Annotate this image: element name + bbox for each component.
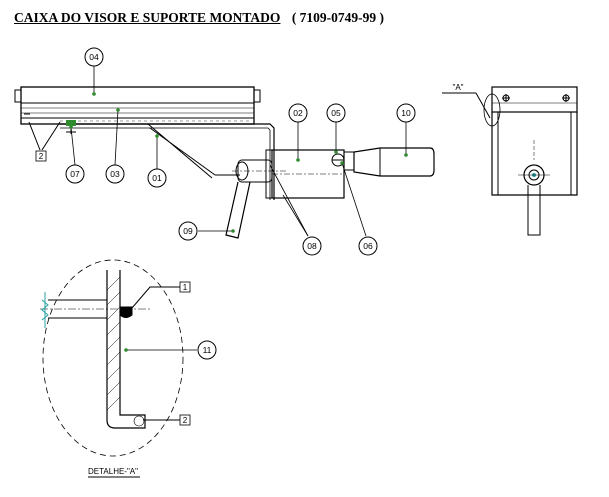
balloon-04: 04 [84, 47, 104, 67]
weld-marker-detail-top: 1 [183, 283, 188, 292]
balloon-06: 06 [358, 236, 378, 256]
balloon-05: 05 [326, 103, 346, 123]
svg-text:08: 08 [307, 241, 317, 251]
balloon-11: 11 [197, 340, 217, 360]
svg-text:05: 05 [331, 108, 341, 118]
view-label: "A" [452, 83, 463, 92]
svg-text:09: 09 [183, 226, 193, 236]
weld-callout-main: 2 [28, 121, 61, 162]
balloon-08: 08 [302, 236, 322, 256]
svg-text:03: 03 [110, 169, 120, 179]
side-view [14, 86, 435, 239]
detail-label: DETALHE-"A" [88, 467, 138, 476]
svg-text:04: 04 [89, 52, 99, 62]
balloon-03: 03 [105, 164, 125, 184]
front-view-a: "A" [442, 83, 578, 236]
balloon-01: 01 [147, 168, 167, 188]
weld-marker-detail-bottom: 2 [183, 416, 188, 425]
svg-text:07: 07 [70, 169, 80, 179]
svg-text:10: 10 [401, 108, 411, 118]
svg-text:11: 11 [203, 345, 212, 355]
detail-a: 1 2 DETALHE-"A" [40, 259, 191, 478]
weld-marker-main: 2 [39, 152, 44, 161]
svg-text:06: 06 [363, 241, 373, 251]
balloon-09: 09 [178, 221, 198, 241]
balloon-02: 02 [288, 103, 308, 123]
leader-lines [70, 66, 407, 351]
svg-text:01: 01 [152, 173, 162, 183]
drawing-title: CAIXA DO VISOR E SUPORTE MONTADO ( 7109-… [14, 10, 384, 26]
svg-text:02: 02 [293, 108, 303, 118]
part-number: ( 7109-0749-99 ) [291, 10, 385, 25]
title-text: CAIXA DO VISOR E SUPORTE MONTADO [14, 10, 281, 25]
balloon-10: 10 [396, 103, 416, 123]
balloon-07: 07 [65, 164, 85, 184]
callout-dots [69, 92, 408, 352]
